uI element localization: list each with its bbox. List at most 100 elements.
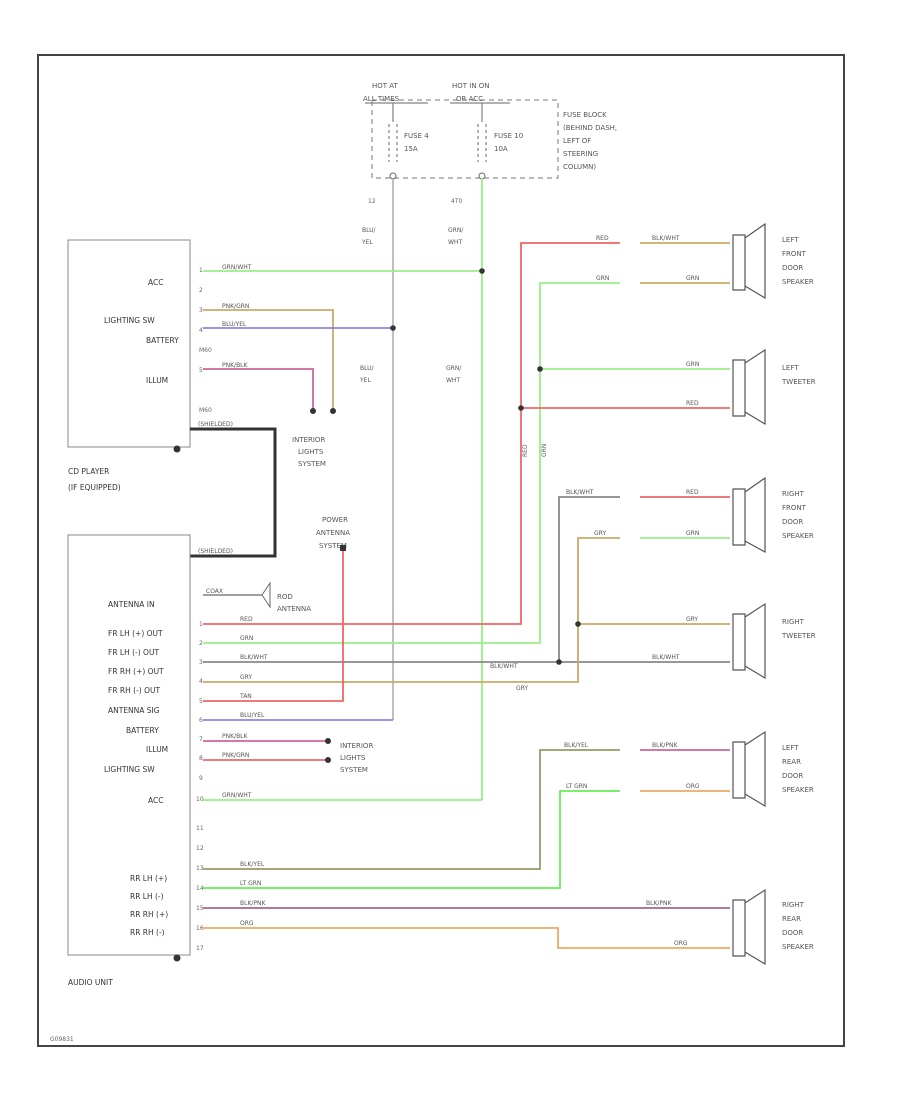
power-antenna-3: SYSTEM <box>319 542 347 550</box>
cd-pin-num-1: 1 <box>199 267 203 274</box>
au-wire-label-org: ORG <box>240 920 254 927</box>
cd-pin-num-2: 2 <box>199 287 203 294</box>
au-wire-rr-lh-plus <box>203 749 620 870</box>
lf-wire-1: RED <box>596 235 609 242</box>
wire-a-color-1: BLU/ <box>362 227 377 234</box>
rr-speaker-icon <box>732 888 766 966</box>
au-wire-label-grn-wht: GRN/WHT <box>222 792 252 799</box>
fuse-block-desc-4: STEERING <box>563 150 598 158</box>
rr-wire-2: ORG <box>674 940 688 947</box>
cd-pin-num-3: 3 <box>199 307 203 314</box>
interior-lights-2-l1: INTERIOR <box>340 742 373 750</box>
audio-unit-pin-numbers: 1 2 3 4 5 6 7 8 9 10 11 12 13 14 15 16 1… <box>196 621 204 952</box>
rf-wire-3: GRY <box>594 530 606 537</box>
wire-b-color-1: GRN/ <box>448 227 464 234</box>
audio-unit: ANTENNA IN FR LH (+) OUT FR LH (-) OUT F… <box>67 534 191 987</box>
footer-code: G09831 <box>50 1036 74 1043</box>
fuse-block: HOT AT ALL TIMES HOT IN ON OR ACC FUSE 4… <box>359 82 617 384</box>
wire-a-pin: 12 <box>368 198 376 205</box>
wire-b-pin: 4T0 <box>451 198 462 205</box>
rt-wire-1: GRY <box>686 616 698 623</box>
rf-speaker-icon <box>732 476 766 554</box>
wire-a-color-2: YEL <box>361 239 373 246</box>
fuse-block-desc-2: (BEHIND DASH, <box>563 124 617 132</box>
au-num-9: 9 <box>199 775 203 782</box>
rf-name-1: RIGHT <box>782 490 805 498</box>
hot-in-on-1: HOT IN ON <box>452 82 490 90</box>
lr-wire-2: BLK/PNK <box>652 742 679 749</box>
rf-name-4: SPEAKER <box>782 532 814 540</box>
splice-rt <box>575 621 581 627</box>
au-wire-label-pnk-blk: PNK/BLK <box>222 733 249 740</box>
rf-name-3: DOOR <box>782 518 803 526</box>
audio-unit-box <box>67 534 191 956</box>
au-num-1: 1 <box>199 621 203 628</box>
rr-name-4: SPEAKER <box>782 943 814 951</box>
au-pin-illum: ILLUM <box>146 745 168 754</box>
au-pin-rr-rh-minus: RR RH (-) <box>130 928 165 937</box>
lf-name-1: LEFT <box>782 236 799 244</box>
cd-player-ground <box>173 445 181 453</box>
rf-wire-1: BLK/WHT <box>566 489 594 496</box>
shielded-label-1: (SHIELDED) <box>198 421 233 428</box>
diagram-frame <box>37 54 845 1047</box>
fuse-block-box <box>371 99 559 179</box>
au-num-4: 4 <box>199 678 203 685</box>
cd-wire-label-illum: PNK/BLK <box>222 362 249 369</box>
cd-pin-num-7: M60 <box>199 407 212 414</box>
wire-b-color2-2: WHT <box>446 377 460 384</box>
rod-antenna: COAX ROD ANTENNA <box>203 581 311 613</box>
audio-unit-name: AUDIO UNIT <box>68 978 113 987</box>
au-num-12: 12 <box>196 845 204 852</box>
splice-acc <box>479 268 485 274</box>
au-wire-rr-rh-minus <box>203 927 730 949</box>
lf-wire-2: BLK/WHT <box>652 235 680 242</box>
au-pin-fr-rh-plus: FR RH (+) OUT <box>108 667 164 676</box>
rr-name-2: REAR <box>782 915 801 923</box>
au-wire-label-blk-wht: BLK/WHT <box>240 654 268 661</box>
au-wire-fr-lh-minus <box>203 282 620 644</box>
cd-pin-acc: ACC <box>148 278 163 287</box>
fuse-a-label-2: 15A <box>404 145 418 153</box>
cd-pin-num-6: 5 <box>199 367 203 374</box>
cd-player: ACC LIGHTING SW BATTERY ILLUM 1 2 3 4 M6… <box>67 239 212 492</box>
speaker-left-rear: BLK/YEL BLK/PNK LT GRN ORG LEFT REAR DOO… <box>564 730 814 808</box>
power-antenna: POWER ANTENNA SYSTEM <box>316 516 350 551</box>
cd-pin-battery: BATTERY <box>146 336 179 345</box>
hot-at-all-times-1: HOT AT <box>372 82 399 90</box>
fuse-a-label-1: FUSE 4 <box>404 132 429 140</box>
speaker-right-rear: BLK/PNK ORG RIGHT REAR DOOR SPEAKER <box>646 888 814 966</box>
cd-player-name-1: CD PLAYER <box>68 467 109 476</box>
cd-wire-label-lighting: PNK/GRN <box>222 303 249 310</box>
rt-name-2: TWEETER <box>781 632 816 640</box>
au-pin-fr-lh-plus: FR LH (+) OUT <box>108 629 163 638</box>
au-wire-fr-rh-minus <box>203 537 620 683</box>
au-num-8: 8 <box>199 755 203 762</box>
antenna-coax-label: COAX <box>206 588 223 595</box>
au-pin-antenna-in: ANTENNA IN <box>108 600 155 609</box>
rr-name-1: RIGHT <box>782 901 805 909</box>
rf-wire-4: GRN <box>686 530 699 537</box>
au-pin-fr-lh-minus: FR LH (-) OUT <box>108 648 159 657</box>
lf-name-2: FRONT <box>782 250 807 258</box>
rr-wire-1: BLK/PNK <box>646 900 673 907</box>
rr-name-3: DOOR <box>782 929 803 937</box>
audio-unit-ground <box>173 954 181 962</box>
interior-lights-1-term-a <box>310 408 316 414</box>
speaker-right-front: BLK/WHT RED GRY GRN RIGHT FRONT DOOR SPE… <box>556 476 814 665</box>
cd-player-box <box>67 239 191 448</box>
lr-name-2: REAR <box>782 758 801 766</box>
wire-b-color-2: WHT <box>448 239 462 246</box>
speaker-right-tweeter: GRY BLK/WHT RIGHT TWEETER <box>575 602 816 680</box>
au-num-14: 14 <box>196 885 204 892</box>
lf-name-4: SPEAKER <box>782 278 814 286</box>
au-num-15: 15 <box>196 905 204 912</box>
fuse-b-label-1: FUSE 10 <box>494 132 523 140</box>
rf-plus <box>558 496 620 662</box>
rod-antenna-1: ROD <box>277 593 293 601</box>
interior-lights-1-l2: LIGHTS <box>298 448 324 456</box>
wire-a-color2-1: BLU/ <box>360 365 375 372</box>
power-antenna-term <box>340 545 346 551</box>
interior-lights-2-term-a <box>325 738 331 744</box>
